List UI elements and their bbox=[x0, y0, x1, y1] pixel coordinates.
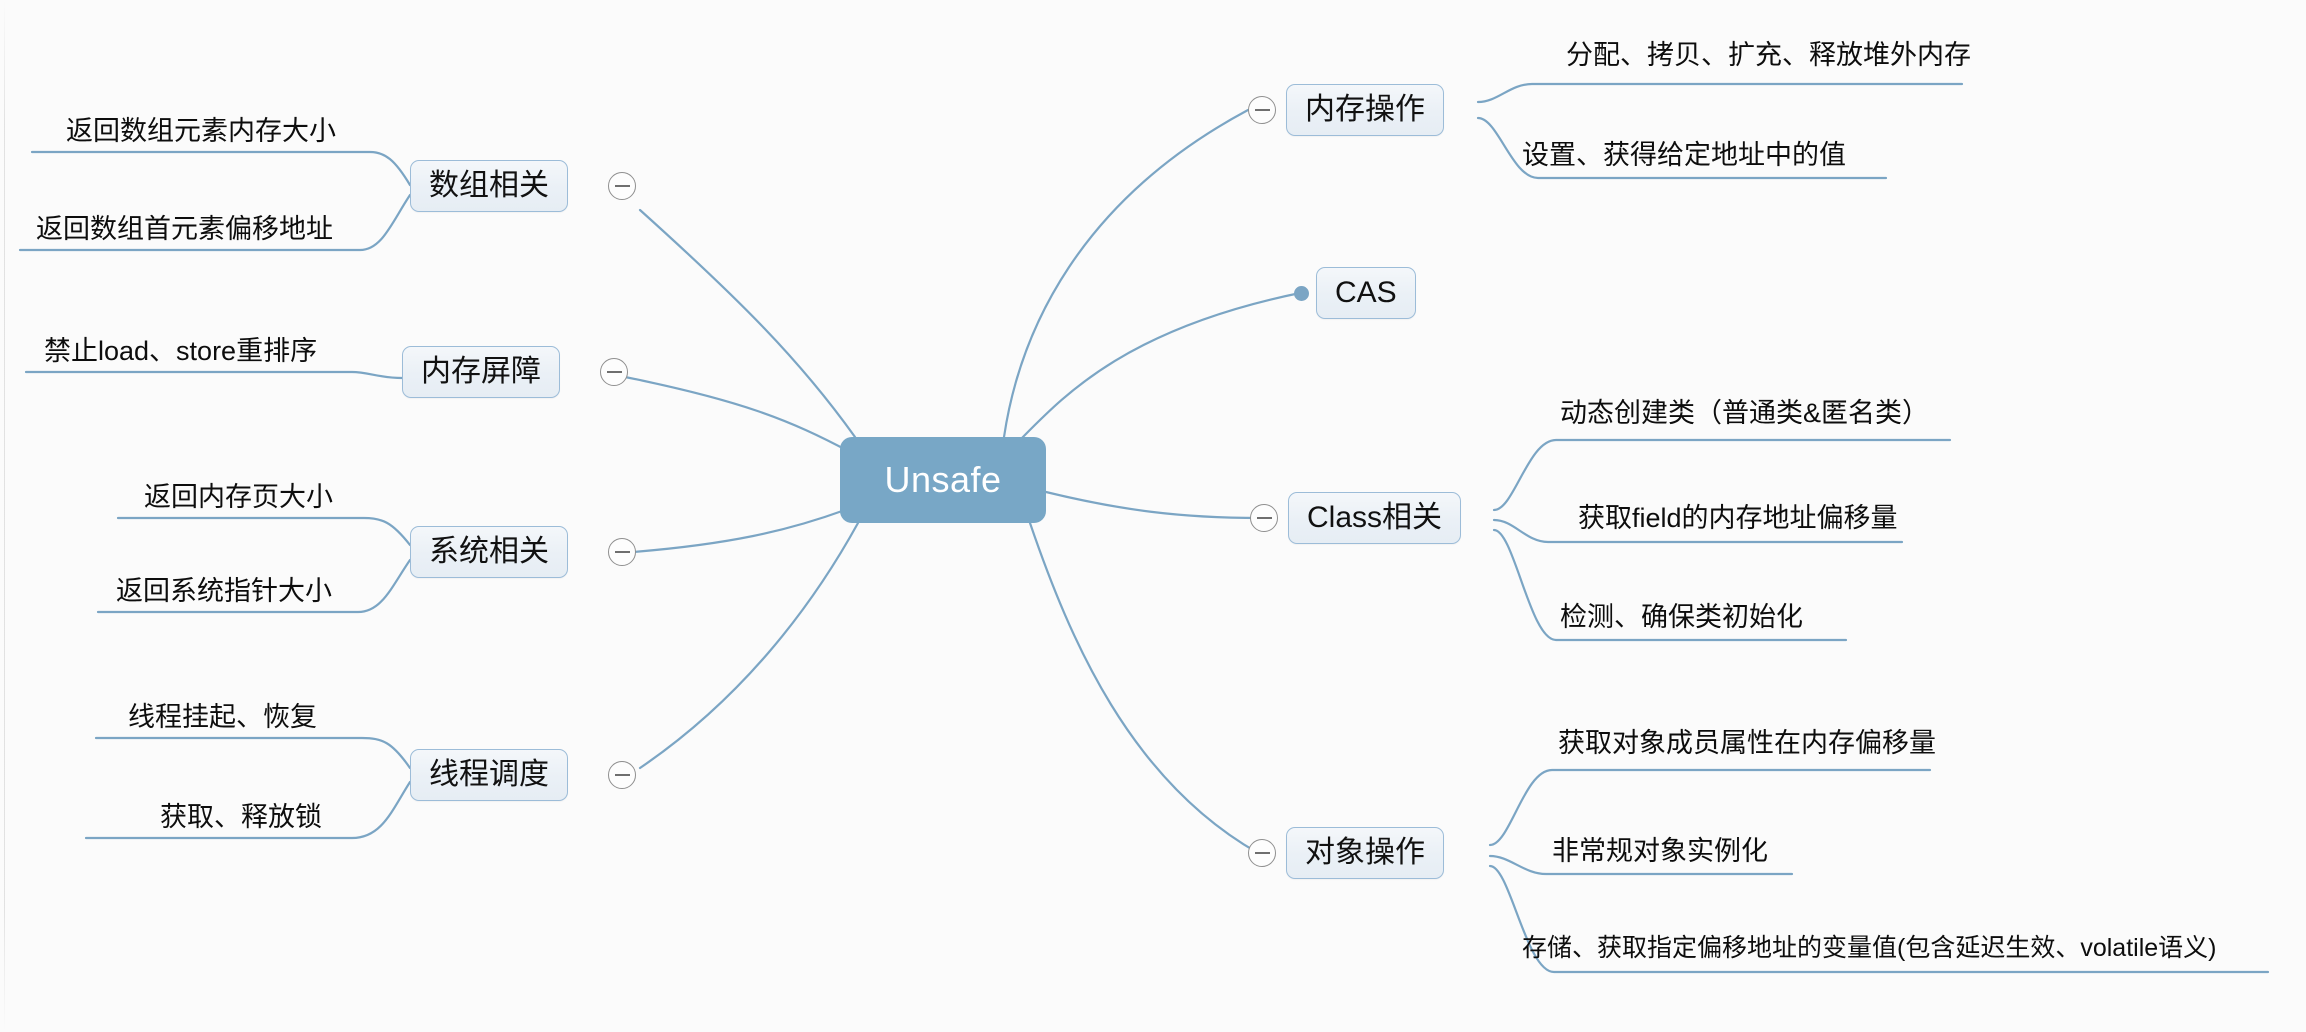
leaf-label-memory-barrier-1: 禁止load、store重排序 bbox=[44, 336, 318, 366]
edge-memop-c1 bbox=[1476, 82, 1964, 104]
edge-root-memory-op bbox=[1002, 108, 1250, 439]
edge-root-class bbox=[1044, 490, 1262, 520]
edge-system-c1 bbox=[116, 516, 412, 547]
leaf-label-thread-2: 获取、释放锁 bbox=[160, 802, 322, 832]
minus-circle-icon-array[interactable] bbox=[608, 172, 636, 200]
leaf-label-object-op-2: 非常规对象实例化 bbox=[1552, 836, 1768, 866]
leaf-label-array-1: 返回数组元素内存大小 bbox=[66, 116, 336, 146]
edge-array-c1 bbox=[30, 150, 412, 187]
edge-class-c2 bbox=[1492, 518, 1904, 544]
leaf-label-array-2: 返回数组首元素偏移地址 bbox=[36, 214, 333, 244]
edge-objop-c1 bbox=[1488, 768, 1932, 847]
branch-label-memory-op: 内存操作 bbox=[1305, 93, 1425, 126]
branch-label-array: 数组相关 bbox=[429, 169, 549, 202]
leaf-label-memory-op-1: 分配、拷贝、扩充、释放堆外内存 bbox=[1566, 40, 1971, 70]
edge-array-c2 bbox=[18, 193, 412, 252]
branch-label-thread: 线程调度 bbox=[429, 758, 549, 791]
branch-label-memory-barrier: 内存屏障 bbox=[421, 355, 541, 388]
edge-class-c3 bbox=[1492, 528, 1848, 642]
leaf-label-system-2: 返回系统指针大小 bbox=[116, 576, 332, 606]
edge-objop-c3 bbox=[1488, 864, 2270, 974]
root-node[interactable]: Unsafe bbox=[840, 437, 1046, 523]
branch-label-class: Class相关 bbox=[1307, 501, 1443, 534]
branch-node-memory-barrier[interactable]: 内存屏障 bbox=[402, 346, 560, 398]
branch-label-cas: CAS bbox=[1335, 276, 1397, 309]
leaf-label-object-op-3: 存储、获取指定偏移地址的变量值(包含延迟生效、volatile语义) bbox=[1522, 934, 2217, 962]
minus-circle-icon-memory-op[interactable] bbox=[1248, 96, 1276, 124]
branch-node-cas[interactable]: CAS bbox=[1316, 267, 1416, 319]
minus-glyph bbox=[606, 371, 622, 373]
edge-root-thread bbox=[638, 521, 860, 770]
minus-glyph bbox=[1254, 109, 1270, 111]
branch-label-system: 系统相关 bbox=[429, 535, 549, 568]
minus-glyph bbox=[614, 551, 630, 553]
edge-thread-c2 bbox=[84, 780, 412, 840]
edge-system-c2 bbox=[96, 558, 412, 614]
leaf-label-class-1: 动态创建类（普通类&匿名类） bbox=[1560, 398, 1930, 428]
branch-node-array[interactable]: 数组相关 bbox=[410, 160, 568, 212]
leaf-label-memory-op-2: 设置、获得给定地址中的值 bbox=[1522, 140, 1846, 170]
edge-class-c1 bbox=[1492, 438, 1952, 512]
edge-thread-c1 bbox=[94, 736, 412, 770]
minus-glyph bbox=[1254, 852, 1270, 854]
edge-root-object-op bbox=[1028, 521, 1260, 855]
edge-root-cas bbox=[1014, 291, 1302, 446]
branch-node-memory-op[interactable]: 内存操作 bbox=[1286, 84, 1444, 136]
branch-node-thread[interactable]: 线程调度 bbox=[410, 749, 568, 801]
edge-objop-c2 bbox=[1488, 854, 1794, 876]
leaf-dot-icon-cas[interactable] bbox=[1294, 286, 1309, 301]
page-left-edge bbox=[4, 0, 5, 1032]
root-node-label: Unsafe bbox=[884, 459, 1002, 500]
branch-node-object-op[interactable]: 对象操作 bbox=[1286, 827, 1444, 879]
edge-root-memory-barrier bbox=[618, 374, 852, 454]
minus-circle-icon-object-op[interactable] bbox=[1248, 839, 1276, 867]
leaf-label-thread-1: 线程挂起、恢复 bbox=[128, 702, 317, 732]
leaf-label-object-op-1: 获取对象成员属性在内存偏移量 bbox=[1558, 728, 1936, 758]
minus-circle-icon-memory-barrier[interactable] bbox=[600, 358, 628, 386]
edge-root-array bbox=[638, 208, 857, 439]
minus-circle-icon-system[interactable] bbox=[608, 538, 636, 566]
branch-node-class[interactable]: Class相关 bbox=[1288, 492, 1462, 544]
edge-root-system bbox=[618, 508, 847, 555]
branch-node-system[interactable]: 系统相关 bbox=[410, 526, 568, 578]
branch-label-object-op: 对象操作 bbox=[1305, 836, 1425, 869]
minus-circle-icon-class[interactable] bbox=[1250, 504, 1278, 532]
minus-glyph bbox=[614, 774, 630, 776]
edge-barrier-c1 bbox=[24, 370, 404, 380]
minus-glyph bbox=[614, 185, 630, 187]
minus-glyph bbox=[1256, 517, 1272, 519]
minus-circle-icon-thread[interactable] bbox=[608, 761, 636, 789]
leaf-label-class-2: 获取field的内存地址偏移量 bbox=[1578, 503, 1898, 533]
leaf-label-system-1: 返回内存页大小 bbox=[144, 482, 333, 512]
leaf-label-class-3: 检测、确保类初始化 bbox=[1560, 602, 1803, 632]
edge-memop-c2 bbox=[1476, 116, 1888, 180]
